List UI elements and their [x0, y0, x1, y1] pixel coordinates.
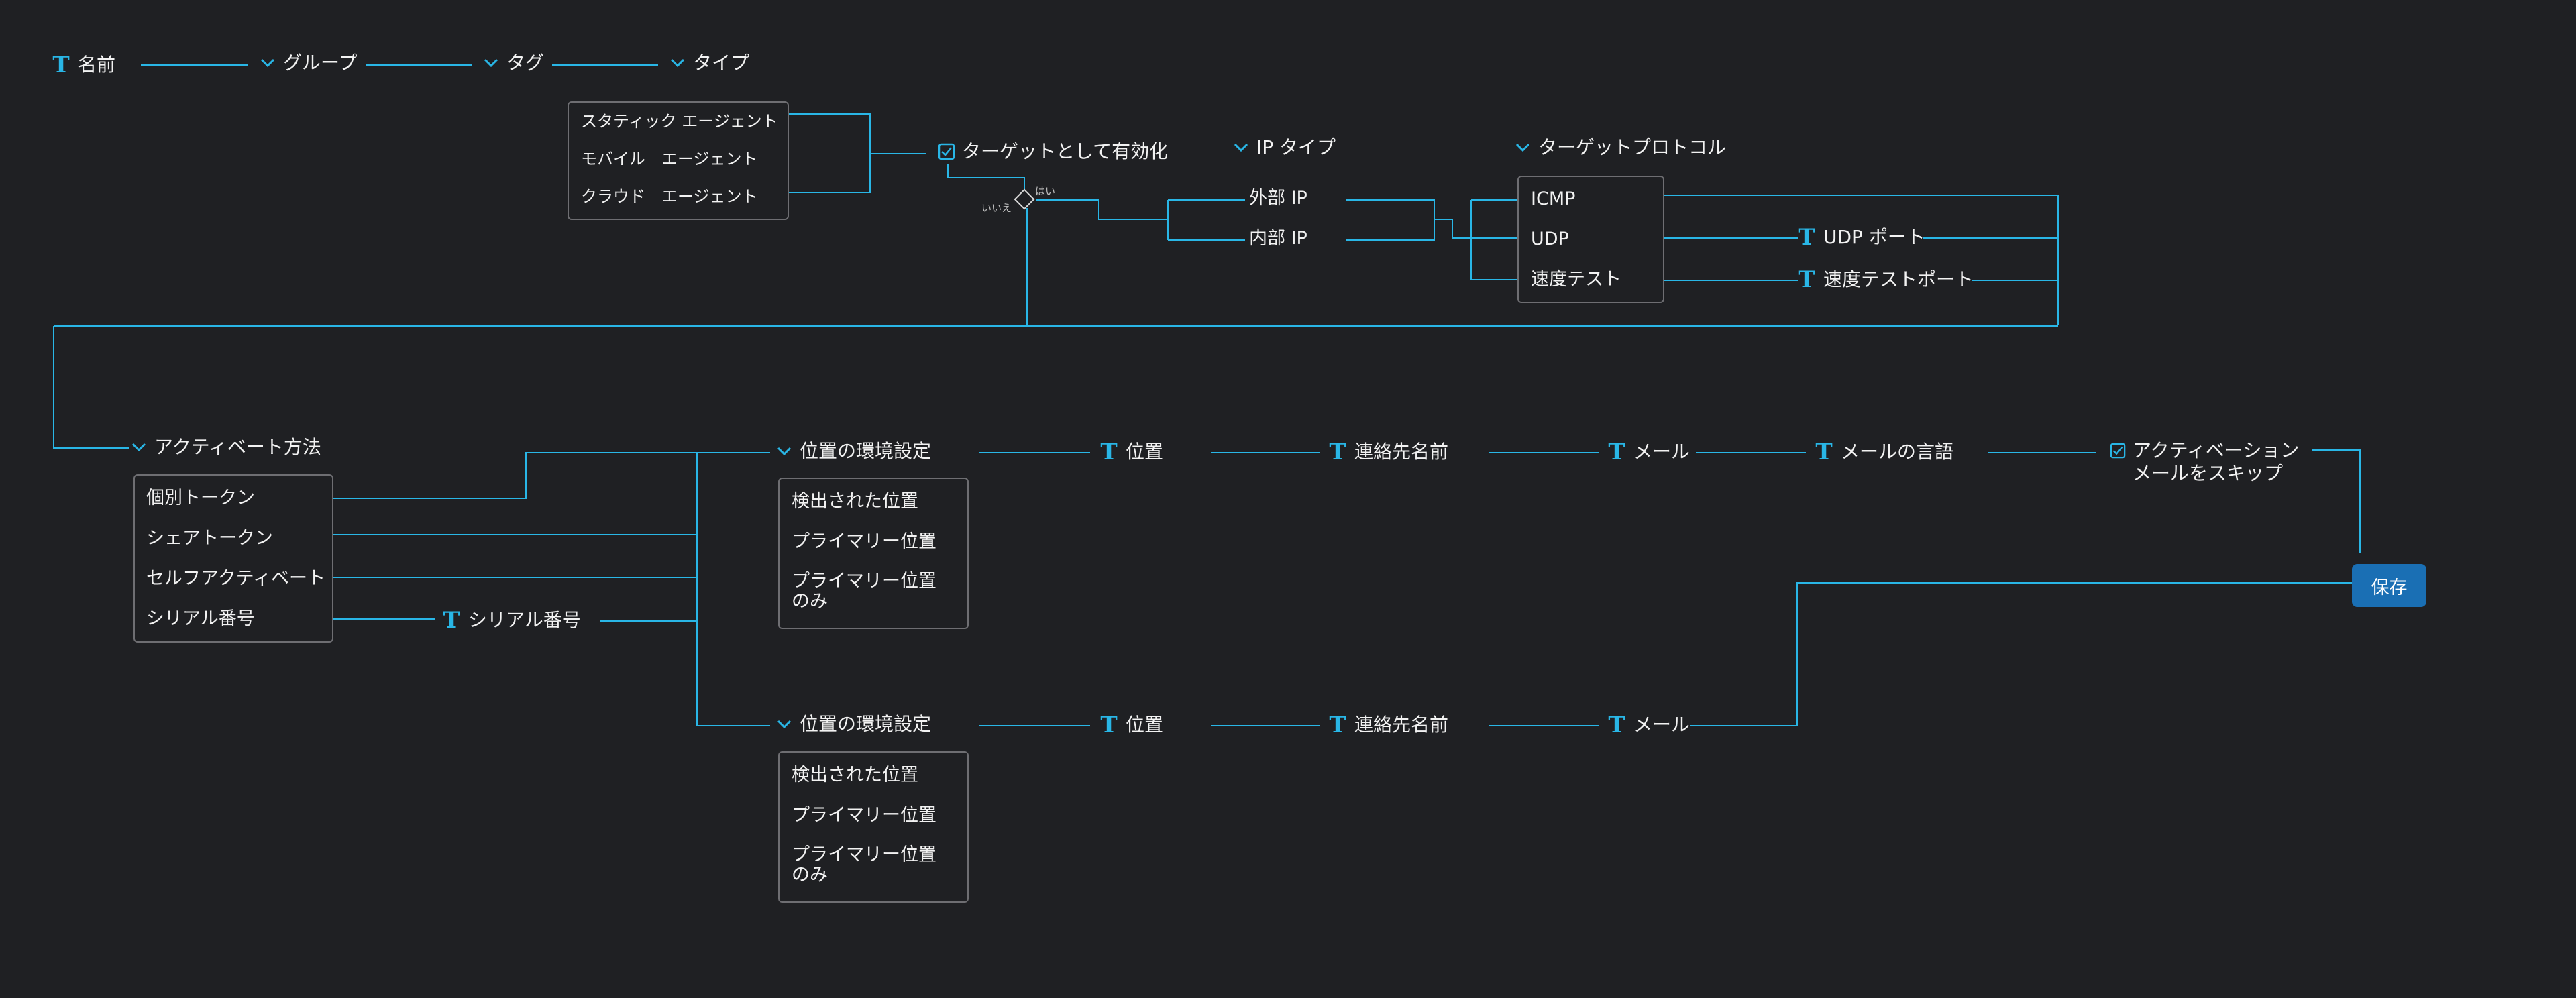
agent-type-mobile[interactable]: モバイル エージェント	[581, 150, 758, 168]
activation-self-activate[interactable]: セルフアクティベート	[146, 568, 326, 589]
skip-label-line2: メールをスキップ	[2133, 462, 2284, 484]
text-field-icon: T	[1100, 712, 1118, 738]
chevron-down-icon	[260, 58, 275, 68]
target-protocol-dropdown[interactable]: ターゲットプロトコル	[1515, 138, 1726, 157]
chevron-down-icon	[131, 443, 146, 452]
contact-name-field-top[interactable]: T 連絡先名前	[1329, 441, 1448, 463]
decision-diamond	[1014, 188, 1035, 210]
location-primary[interactable]: プライマリー位置	[792, 805, 936, 826]
text-field-icon: T	[1798, 266, 1815, 293]
serial-number-label: シリアル番号	[468, 609, 581, 631]
location-options-top: 検出された位置 プライマリー位置 プライマリー位置 のみ	[778, 478, 969, 629]
location-primary-only[interactable]: プライマリー位置 のみ	[792, 571, 936, 612]
protocol-icmp[interactable]: ICMP	[1531, 188, 1576, 209]
text-field-icon: T	[1815, 439, 1833, 465]
skip-activation-email-label: アクティベーション メールをスキップ	[2133, 441, 2299, 483]
checkbox-icon	[938, 143, 955, 160]
text-field-icon: T	[1329, 712, 1346, 738]
udp-port-label: UDP ポート	[1823, 226, 1925, 248]
tag-label: タグ	[506, 52, 545, 74]
location-field-bottom[interactable]: T 位置	[1100, 714, 1163, 736]
text-field-icon: T	[52, 52, 70, 78]
speedtest-port-label: 速度テストポート	[1823, 268, 1974, 290]
location-label: 位置	[1126, 441, 1164, 463]
contact-name-label: 連絡先名前	[1354, 441, 1449, 463]
protocol-udp[interactable]: UDP	[1531, 229, 1569, 249]
chevron-down-icon	[1515, 143, 1530, 152]
activation-options: 個別トークン シェアトークン セルフアクティベート シリアル番号	[133, 474, 333, 643]
location-field-top[interactable]: T 位置	[1100, 441, 1163, 463]
activation-method-label: アクティベート方法	[154, 436, 321, 458]
activation-method-dropdown[interactable]: アクティベート方法	[131, 438, 321, 457]
email-label: メール	[1633, 714, 1690, 736]
type-dropdown[interactable]: タイプ	[670, 54, 749, 72]
chevron-down-icon	[777, 447, 792, 456]
email-language-field[interactable]: T メールの言語	[1815, 441, 1953, 463]
tag-dropdown[interactable]: タグ	[484, 54, 544, 72]
text-field-icon: T	[1329, 439, 1346, 465]
location-pref-label: 位置の環境設定	[800, 713, 932, 735]
target-enable-checkbox[interactable]: ターゲットとして有効化	[938, 142, 1168, 161]
email-field-bottom[interactable]: T メール	[1608, 714, 1690, 736]
name-label: 名前	[78, 54, 116, 76]
text-field-icon: T	[1100, 439, 1118, 465]
activation-individual-token[interactable]: 個別トークン	[146, 488, 255, 508]
target-protocol-label: ターゲットプロトコル	[1538, 136, 1727, 158]
protocol-options: ICMP UDP 速度テスト	[1517, 176, 1664, 303]
agent-type-cloud[interactable]: クラウド エージェント	[581, 187, 758, 206]
location-primary-only[interactable]: プライマリー位置 のみ	[792, 844, 936, 885]
chevron-down-icon	[484, 58, 498, 68]
save-button[interactable]: 保存	[2352, 564, 2426, 607]
decision-no-label: いいえ	[981, 202, 1012, 214]
speedtest-port-field[interactable]: T 速度テストポート	[1798, 268, 1974, 291]
checkbox-icon	[2110, 443, 2126, 459]
contact-name-field-bottom[interactable]: T 連絡先名前	[1329, 714, 1448, 736]
skip-activation-email-checkbox[interactable]: アクティベーション メールをスキップ	[2110, 441, 2299, 483]
location-label: 位置	[1126, 714, 1164, 736]
location-pref-dropdown-bottom[interactable]: 位置の環境設定	[777, 715, 931, 734]
agent-type-static[interactable]: スタティック エージェント	[581, 112, 778, 131]
text-field-icon: T	[1608, 712, 1625, 738]
location-options-bottom: 検出された位置 プライマリー位置 プライマリー位置 のみ	[778, 751, 969, 903]
name-field[interactable]: T 名前	[52, 54, 115, 76]
chevron-down-icon	[777, 720, 792, 729]
ip-type-label: IP タイプ	[1256, 136, 1336, 158]
location-primary[interactable]: プライマリー位置	[792, 531, 936, 552]
ip-type-internal[interactable]: 内部 IP	[1249, 228, 1307, 249]
location-pref-dropdown-top[interactable]: 位置の環境設定	[777, 442, 931, 461]
location-pref-label: 位置の環境設定	[800, 440, 932, 462]
text-field-icon: T	[1798, 224, 1815, 251]
text-field-icon: T	[443, 607, 460, 634]
group-dropdown[interactable]: グループ	[260, 54, 357, 72]
location-detected[interactable]: 検出された位置	[792, 491, 918, 512]
contact-name-label: 連絡先名前	[1354, 714, 1449, 736]
protocol-speedtest[interactable]: 速度テスト	[1531, 269, 1621, 290]
email-field-top[interactable]: T メール	[1608, 441, 1690, 463]
chevron-down-icon	[1234, 143, 1248, 152]
skip-label-line1: アクティベーション	[2133, 439, 2300, 461]
group-label: グループ	[283, 52, 358, 74]
udp-port-field[interactable]: T UDP ポート	[1798, 226, 1925, 249]
email-label: メール	[1633, 441, 1690, 463]
activation-serial-number[interactable]: シリアル番号	[146, 608, 255, 629]
decision-yes-label: はい	[1035, 185, 1056, 197]
location-detected[interactable]: 検出された位置	[792, 765, 918, 785]
ip-type-dropdown[interactable]: IP タイプ	[1234, 138, 1336, 157]
target-enable-label: ターゲットとして有効化	[962, 140, 1169, 162]
text-field-icon: T	[1608, 439, 1625, 465]
email-language-label: メールの言語	[1841, 441, 1954, 463]
activation-shared-token[interactable]: シェアトークン	[146, 528, 273, 549]
type-label: タイプ	[693, 52, 750, 74]
chevron-down-icon	[670, 58, 685, 68]
serial-number-field[interactable]: T シリアル番号	[443, 607, 581, 634]
ip-type-external[interactable]: 外部 IP	[1249, 188, 1307, 209]
agent-type-options: スタティック エージェント モバイル エージェント クラウド エージェント	[568, 101, 789, 220]
